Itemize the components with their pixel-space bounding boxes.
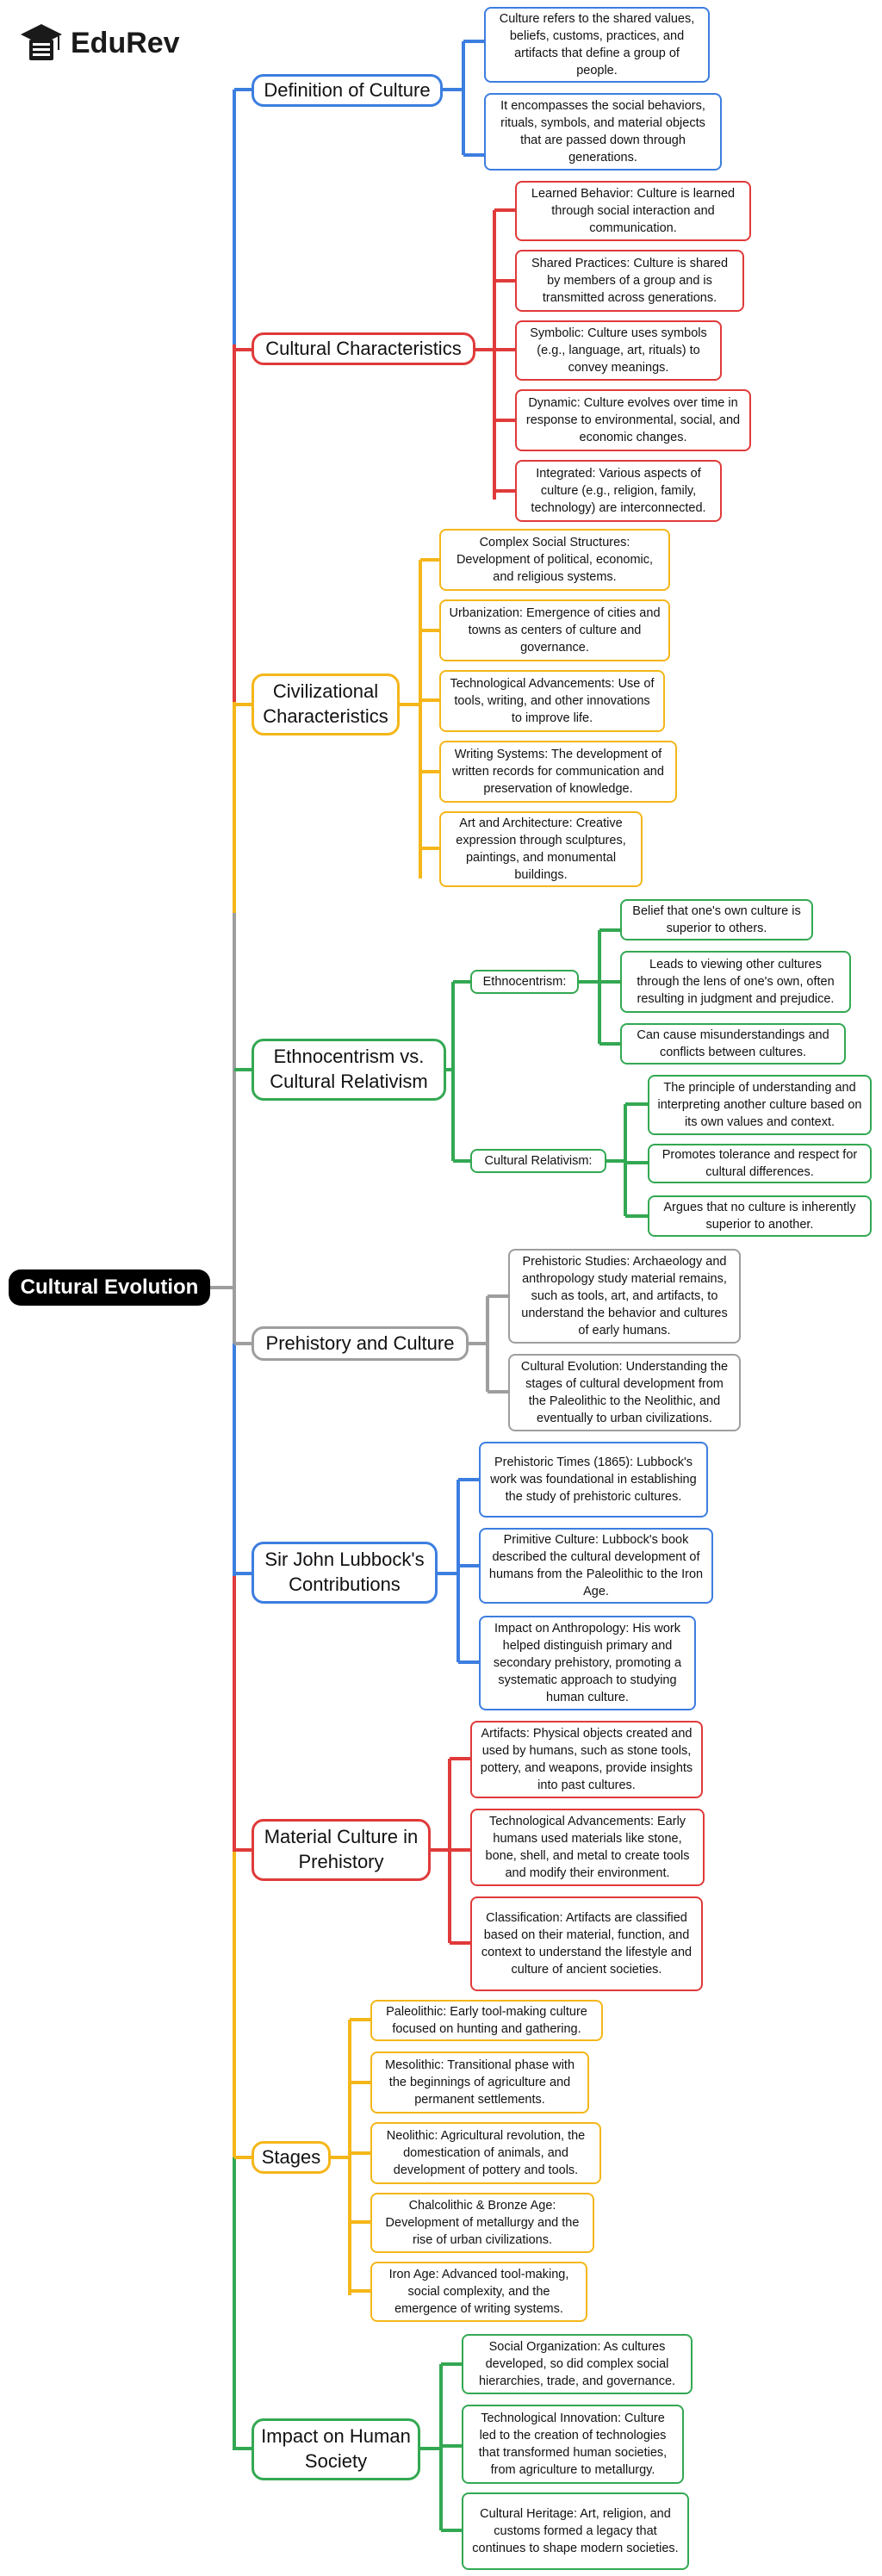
leaf-node: Prehistoric Times (1865): Lubbock's work…	[479, 1442, 708, 1518]
sub-node-ethnocentrism: Ethnocentrism:	[470, 970, 579, 994]
root-node: Cultural Evolution	[9, 1269, 210, 1306]
leaf-node: Social Organization: As cultures develop…	[462, 2334, 693, 2394]
leaf-node: Writing Systems: The development of writ…	[439, 741, 677, 803]
leaf-node: Artifacts: Physical objects created and …	[470, 1721, 703, 1798]
branch-stages: Stages	[252, 2141, 331, 2174]
leaf-node: Symbolic: Culture uses symbols (e.g., la…	[515, 320, 722, 381]
branch-civilizational-characteristics: Civilizational Characteristics	[252, 673, 400, 736]
leaf-node: Shared Practices: Culture is shared by m…	[515, 250, 744, 312]
leaf-node: Dynamic: Culture evolves over time in re…	[515, 389, 751, 451]
branch-prehistory-and-culture: Prehistory and Culture	[252, 1326, 469, 1361]
leaf-node: Paleolithic: Early tool-making culture f…	[370, 2000, 603, 2041]
leaf-node: Mesolithic: Transitional phase with the …	[370, 2051, 589, 2114]
branch-material-culture-in-prehistory: Material Culture in Prehistory	[252, 1819, 431, 1881]
leaf-node: Prehistoric Studies: Archaeology and ant…	[508, 1249, 741, 1344]
leaf-node: Urbanization: Emergence of cities and to…	[439, 599, 670, 661]
leaf-node: Iron Age: Advanced tool-making, social c…	[370, 2262, 587, 2322]
leaf-node: Promotes tolerance and respect for cultu…	[648, 1144, 872, 1183]
leaf-node: The principle of understanding and inter…	[648, 1075, 872, 1135]
branch-sir-john-lubbocks-contributions: Sir John Lubbock's Contributions	[252, 1542, 438, 1604]
leaf-node: Integrated: Various aspects of culture (…	[515, 460, 722, 522]
leaf-node: Chalcolithic & Bronze Age: Development o…	[370, 2193, 594, 2253]
sub-node-cultural-relativism: Cultural Relativism:	[470, 1149, 606, 1173]
leaf-node: Technological Advancements: Use of tools…	[439, 670, 665, 732]
leaf-node: Cultural Evolution: Understanding the st…	[508, 1354, 741, 1431]
leaf-node: Cultural Heritage: Art, religion, and cu…	[462, 2492, 689, 2570]
leaf-node: Impact on Anthropology: His work helped …	[479, 1616, 696, 1710]
leaf-node: It encompasses the social behaviors, rit…	[484, 93, 722, 171]
leaf-node: Neolithic: Agricultural revolution, the …	[370, 2122, 601, 2184]
leaf-node: Classification: Artifacts are classified…	[470, 1896, 703, 1991]
logo-text: EduRev	[71, 26, 180, 59]
graduation-cap-icon	[21, 24, 62, 60]
branch-ethnocentrism-vs-cultural-relativism: Ethnocentrism vs. Cultural Relativism	[252, 1039, 446, 1101]
leaf-node: Complex Social Structures: Development o…	[439, 529, 670, 591]
leaf-node: Technological Innovation: Culture led to…	[462, 2405, 684, 2484]
leaf-node: Leads to viewing other cultures through …	[620, 951, 851, 1013]
branch-definition-of-culture: Definition of Culture	[252, 74, 443, 107]
leaf-node: Learned Behavior: Culture is learned thr…	[515, 181, 751, 241]
branch-cultural-characteristics: Cultural Characteristics	[252, 332, 475, 365]
leaf-node: Can cause misunderstandings and conflict…	[620, 1023, 846, 1065]
leaf-node: Argues that no culture is inherently sup…	[648, 1195, 872, 1237]
leaf-node: Culture refers to the shared values, bel…	[484, 7, 710, 83]
edurev-logo: EduRev	[19, 19, 180, 67]
leaf-node: Art and Architecture: Creative expressio…	[439, 811, 643, 887]
leaf-node: Primitive Culture: Lubbock's book descri…	[479, 1528, 713, 1604]
branch-impact-on-human-society: Impact on Human Society	[252, 2418, 420, 2480]
leaf-node: Technological Advancements: Early humans…	[470, 1809, 705, 1886]
leaf-node: Belief that one's own culture is superio…	[620, 899, 813, 940]
